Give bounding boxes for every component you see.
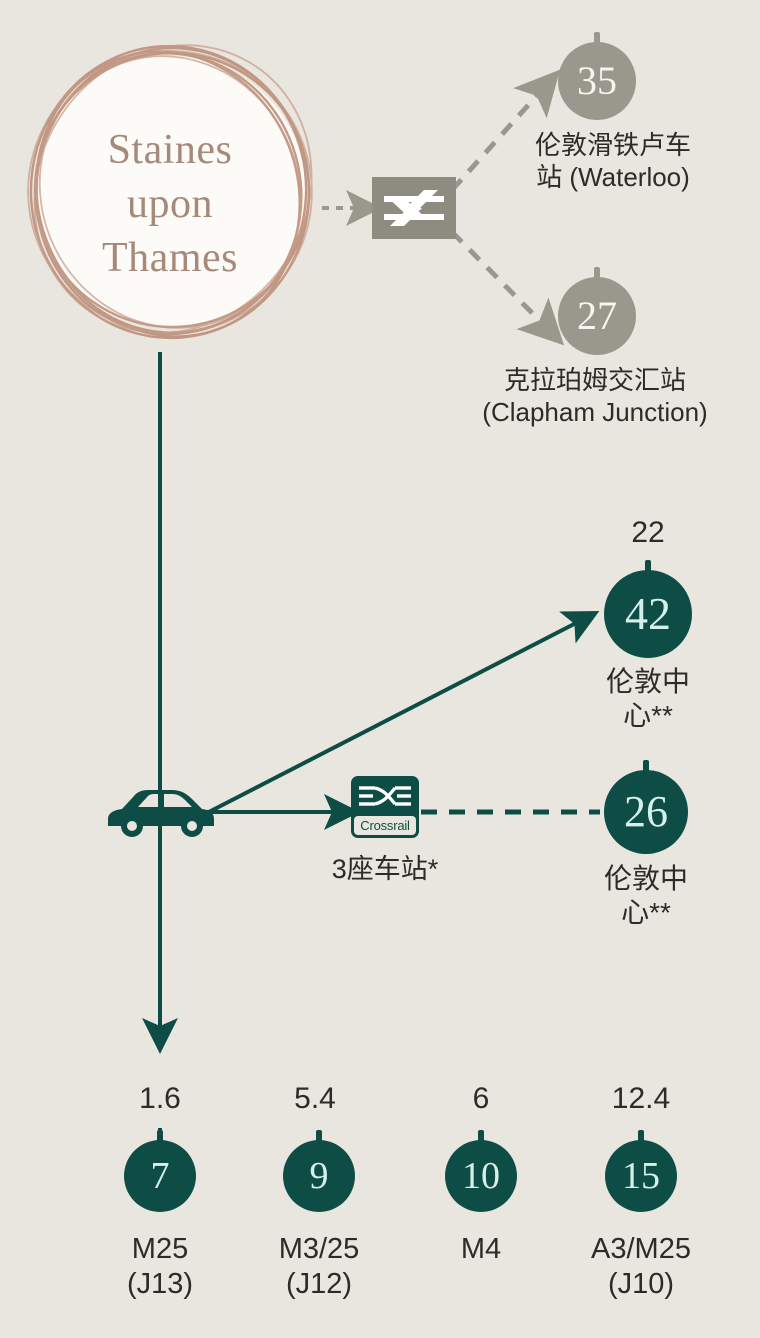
badge-london-waterloo: 35: [558, 32, 636, 120]
label-m4: M4: [416, 1232, 546, 1267]
label-london-waterloo: 伦敦滑铁卢车 站 (Waterloo): [470, 130, 756, 193]
badge-clapham-junction: 27: [558, 267, 636, 355]
scribble-circle-icon: [27, 44, 313, 340]
staines-logo-bubble: Staines upon Thames: [20, 32, 320, 352]
logo-title: Staines upon Thames: [62, 124, 278, 285]
label-line-2: 心**: [623, 700, 673, 732]
badge-minutes: 42: [625, 588, 671, 639]
badge-stem: [638, 1130, 644, 1142]
distance-m25-j13: 1.6: [139, 1082, 181, 1115]
crossrail-wordmark: Crossrail: [354, 816, 416, 835]
badge-stem: [157, 1130, 163, 1142]
label-junction: (J12): [285, 1268, 353, 1301]
distance-m4: 6: [472, 1082, 490, 1115]
label-line-1: 伦敦中: [605, 666, 690, 697]
badge-a3-m25-j10: 15: [605, 1130, 677, 1212]
connector-rail-to-waterloo: [450, 69, 561, 192]
label-junction: (J10): [607, 1268, 675, 1301]
badge-central-london-by-crossrail: 26: [604, 760, 688, 854]
crossrail-icon: Crossrail: [351, 776, 419, 838]
label-central-london-by-crossrail: 伦敦中 心**: [576, 862, 716, 930]
label-central-london-by-car: 伦敦中 心**: [578, 665, 718, 733]
label-clapham-junction: 克拉珀姆交汇站 (Clapham Junction): [430, 365, 760, 428]
label-m25-j13: M25 (J13): [95, 1232, 225, 1303]
logo-line-3: Thames: [102, 234, 238, 281]
badge-stem: [316, 1130, 322, 1142]
badge-stem: [478, 1130, 484, 1142]
badge-minutes: 9: [309, 1155, 329, 1197]
badge-minutes: 26: [624, 787, 668, 836]
badge-m3-25-j12: 9: [283, 1130, 355, 1212]
label-road: M25: [131, 1233, 189, 1265]
badge-minutes: 10: [462, 1155, 500, 1197]
label-road: A3/M25: [591, 1233, 691, 1265]
label-line-2: 站 (Waterloo): [536, 161, 690, 192]
label-junction: (J13): [126, 1268, 194, 1301]
label-a3-m25-j10: A3/M25 (J10): [566, 1232, 716, 1303]
badge-stem: [645, 560, 651, 572]
badge-m25-j13: 7: [124, 1130, 196, 1212]
label-line-2: (Clapham Junction): [482, 396, 708, 427]
connector-car-to-central-london: [202, 611, 600, 817]
logo-line-1: Staines: [107, 127, 233, 173]
distance-central-london-car: 22: [631, 516, 665, 549]
distance-a3-m25-j10: 12.4: [611, 1082, 671, 1115]
badge-minutes: 15: [622, 1155, 660, 1197]
badge-stem: [594, 32, 600, 44]
label-line-1: 伦敦中: [603, 863, 688, 894]
label-m3-25-j12: M3/25 (J12): [249, 1232, 389, 1303]
label-line-1: 伦敦滑铁卢车: [534, 130, 691, 160]
label-road: M4: [460, 1233, 502, 1265]
label-line-1: 克拉珀姆交汇站: [503, 365, 686, 395]
distance-m3-25-j12: 5.4: [294, 1082, 336, 1115]
badge-m4: 10: [445, 1130, 517, 1212]
label-crossrail-stations: 3座车站*: [331, 854, 439, 884]
badge-stem: [594, 267, 600, 279]
badge-minutes: 27: [577, 293, 617, 338]
national-rail-icon: [372, 177, 456, 239]
car-icon: [104, 783, 216, 839]
connector-rail-to-clapham: [450, 230, 565, 346]
logo-line-2: upon: [127, 180, 213, 227]
badge-minutes: 7: [150, 1155, 170, 1197]
label-road: M3/25: [278, 1233, 360, 1265]
label-line-2: 心**: [621, 897, 671, 929]
badge-minutes: 35: [577, 58, 617, 103]
badge-central-london-by-car: 42: [604, 560, 692, 658]
badge-stem: [643, 760, 649, 772]
